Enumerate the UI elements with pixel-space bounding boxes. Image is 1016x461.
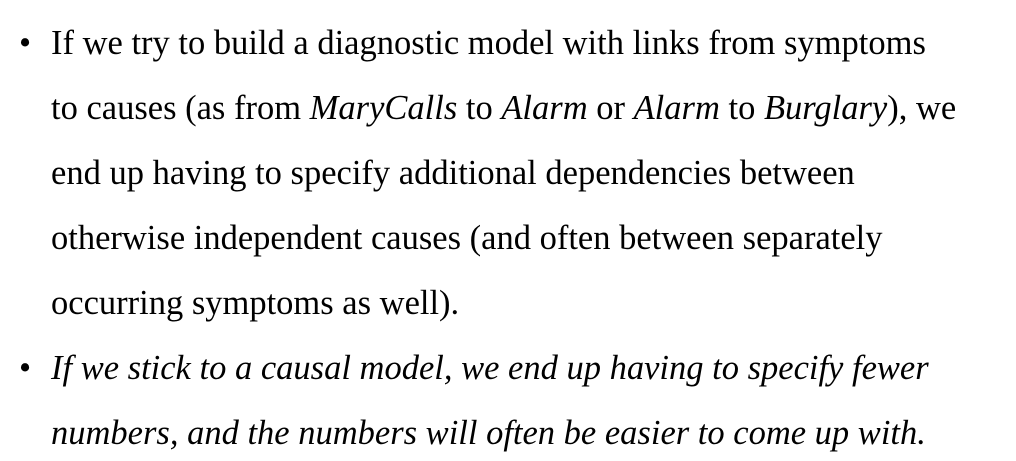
term-burglary: Burglary bbox=[763, 89, 888, 127]
text-run: If we stick to a causal model, we end up… bbox=[51, 349, 929, 387]
text-run: otherwise independent causes (and often … bbox=[51, 219, 883, 257]
bullet-1-line-3: end up having to specify additional depe… bbox=[51, 156, 855, 191]
text-run: occurring symptoms as well). bbox=[51, 284, 460, 322]
bullet-marker-2: • bbox=[18, 349, 32, 387]
text-run: end up having to specify additional depe… bbox=[51, 154, 855, 192]
term-alarm: Alarm bbox=[501, 89, 588, 127]
bullet-1-line-5: occurring symptoms as well). bbox=[51, 286, 459, 321]
text-run: If we try to build a diagnostic model wi… bbox=[51, 24, 926, 62]
bullet-1-line-4: otherwise independent causes (and often … bbox=[51, 221, 883, 256]
text-run: numbers, and the numbers will often be e… bbox=[51, 414, 926, 452]
text-run: to bbox=[457, 89, 502, 127]
text-run: to bbox=[719, 89, 764, 127]
bullet-1-line-2: to causes (as from MaryCalls to Alarm or… bbox=[51, 91, 956, 126]
text-run: ), we bbox=[887, 89, 957, 127]
bullet-2-line-1: If we stick to a causal model, we end up… bbox=[51, 351, 929, 386]
bullet-2-line-2: numbers, and the numbers will often be e… bbox=[51, 416, 926, 451]
bullet-marker-1: • bbox=[18, 24, 32, 62]
term-alarm: Alarm bbox=[633, 89, 720, 127]
text-run: or bbox=[587, 89, 634, 127]
text-run: to causes (as from bbox=[51, 89, 310, 127]
bullet-1-line-1: If we try to build a diagnostic model wi… bbox=[51, 26, 926, 61]
term-marycalls: MaryCalls bbox=[309, 89, 458, 127]
